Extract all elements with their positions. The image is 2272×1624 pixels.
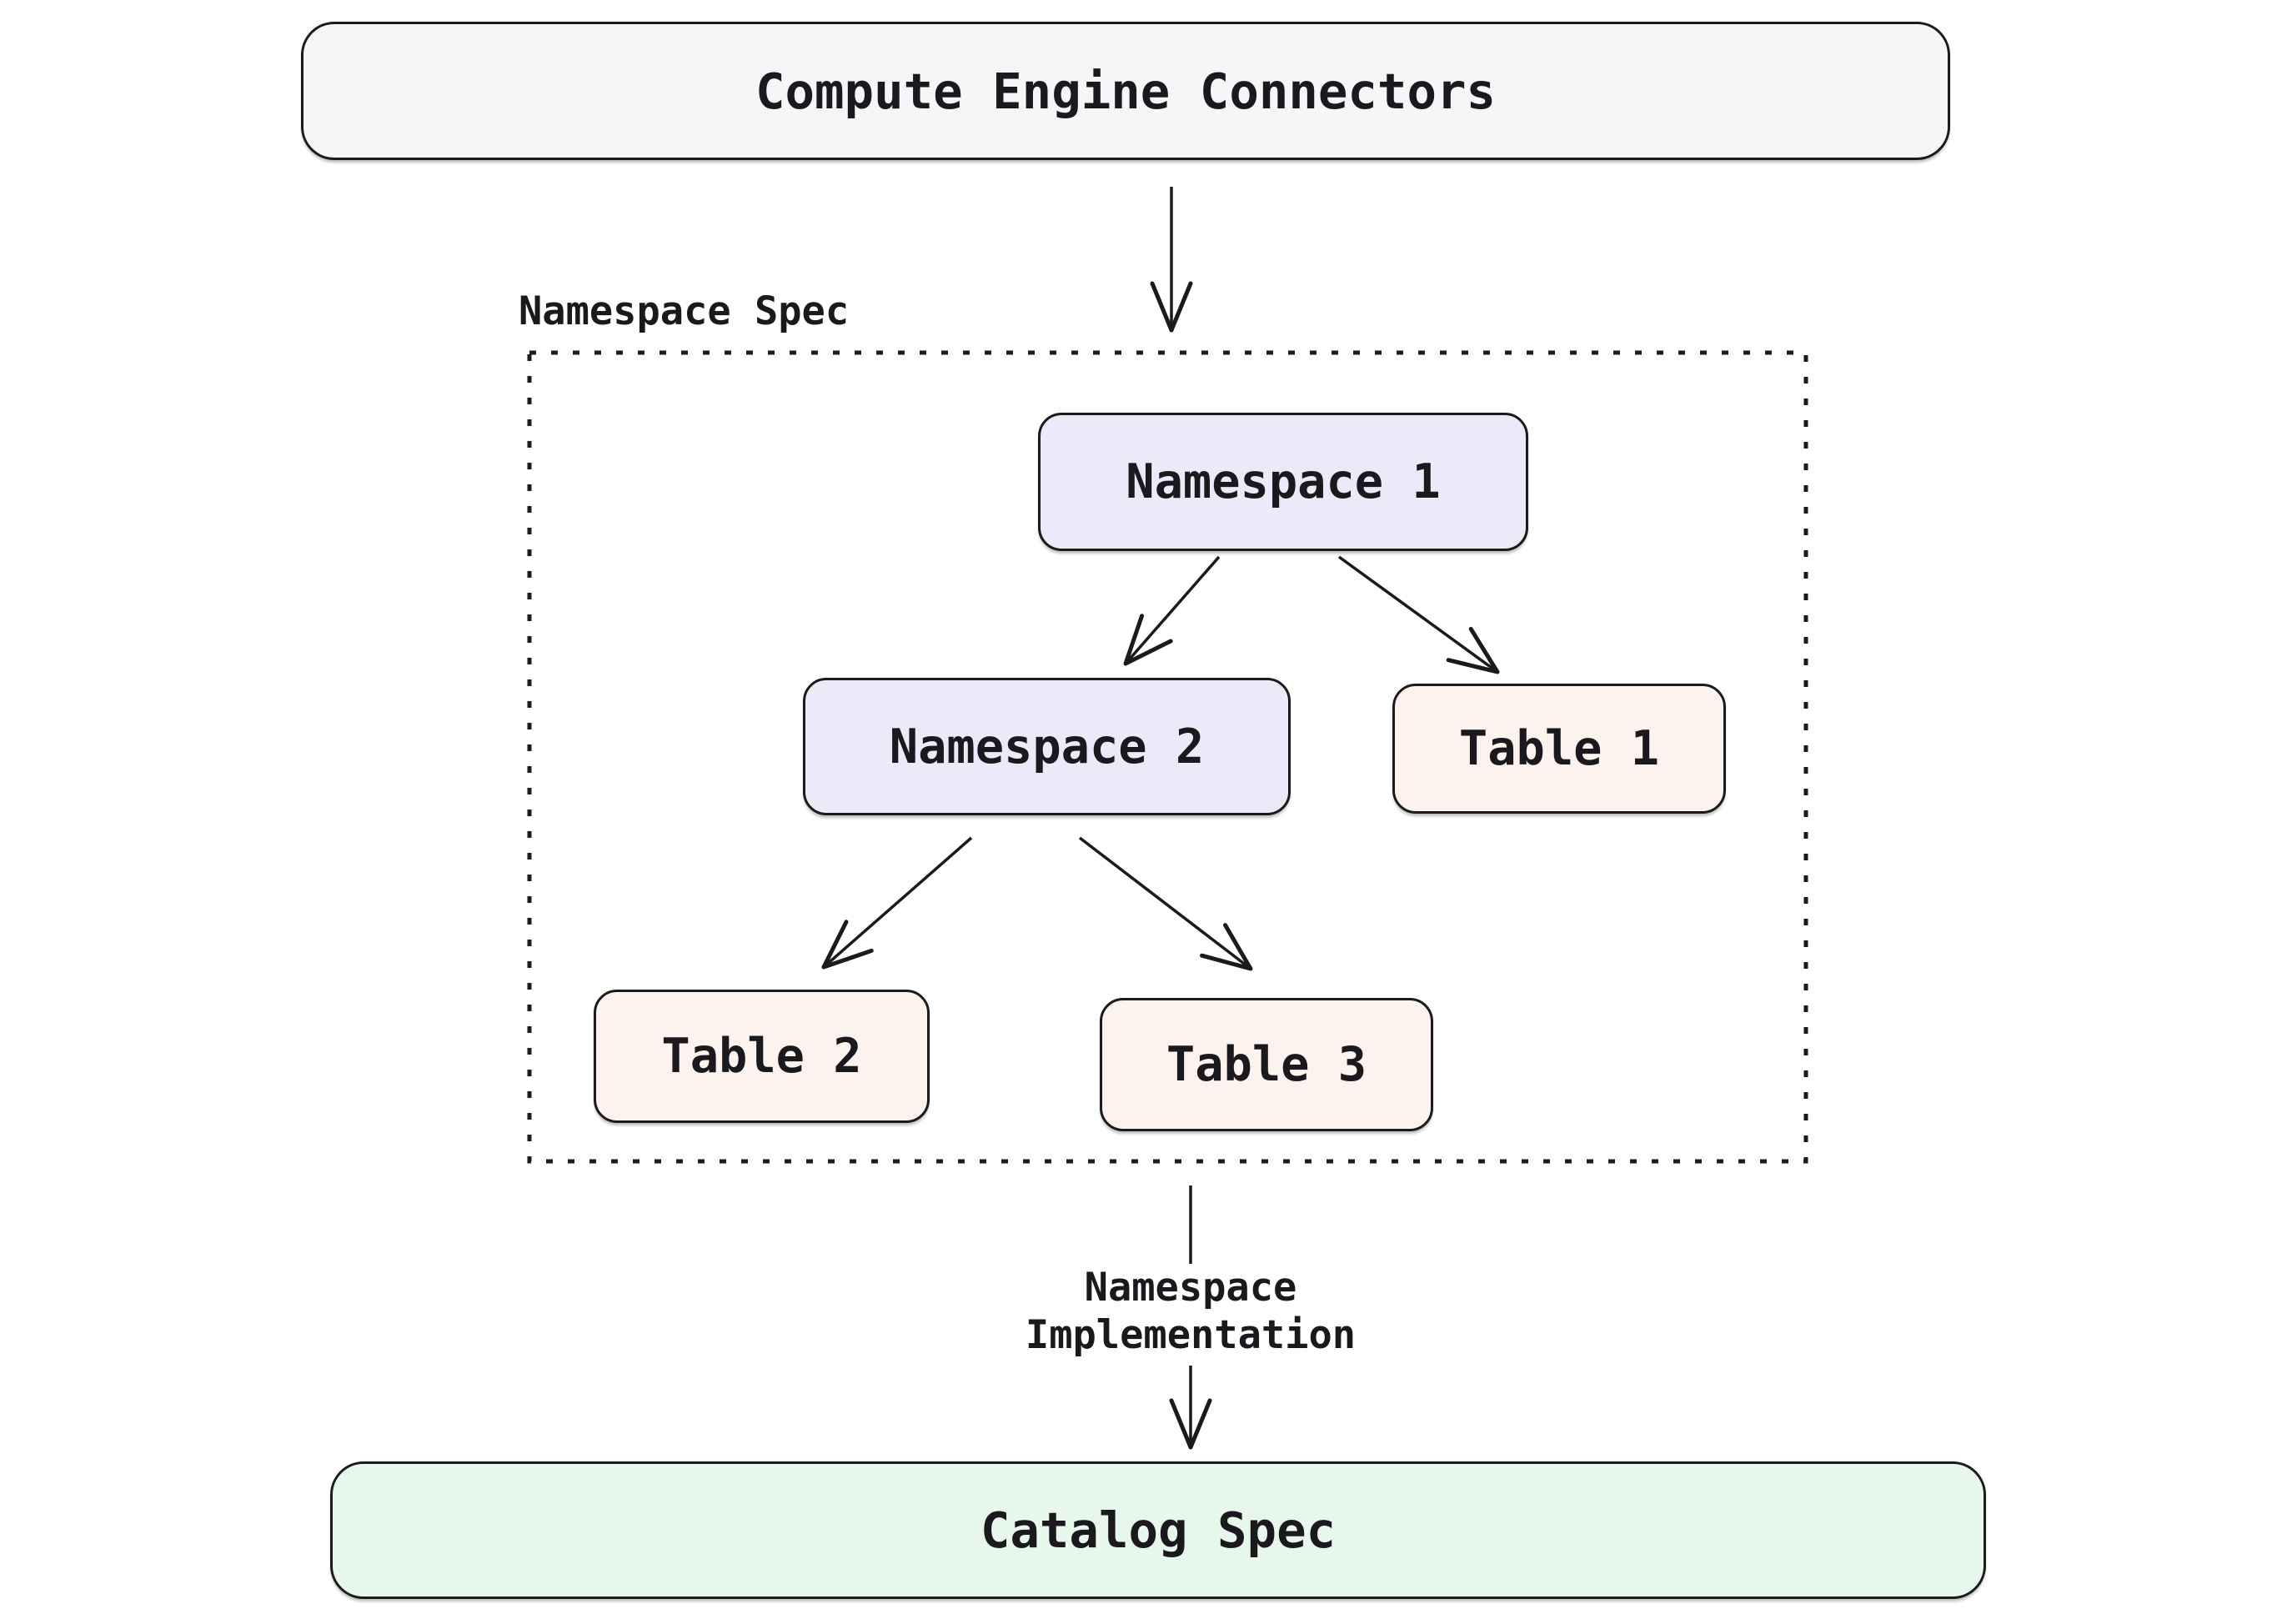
node-table-1: Table 1 (1392, 684, 1726, 814)
edge-namespace2-to-table2 (821, 836, 973, 970)
node-namespace-1: Namespace 1 (1038, 413, 1528, 551)
edge-namespace1-to-table1 (1337, 555, 1500, 674)
edge-namespace1-to-namespace2 (1123, 555, 1221, 666)
node-namespace-2: Namespace 2 (803, 678, 1291, 815)
node-table-3: Table 3 (1100, 998, 1433, 1131)
edge-label-namespace-implementation: Namespace Implementation (940, 1264, 1441, 1359)
edge-namespace2-to-table3 (1078, 836, 1253, 971)
edge-label-line1: Namespace (1084, 1265, 1297, 1311)
node-catalog-spec: Catalog Spec (330, 1461, 1986, 1599)
namespace-spec-label: Namespace Spec (519, 288, 850, 334)
node-table-2: Table 2 (594, 990, 930, 1123)
node-compute-engine-connectors: Compute Engine Connectors (301, 22, 1950, 160)
edge-label-line2: Implementation (1025, 1312, 1357, 1358)
